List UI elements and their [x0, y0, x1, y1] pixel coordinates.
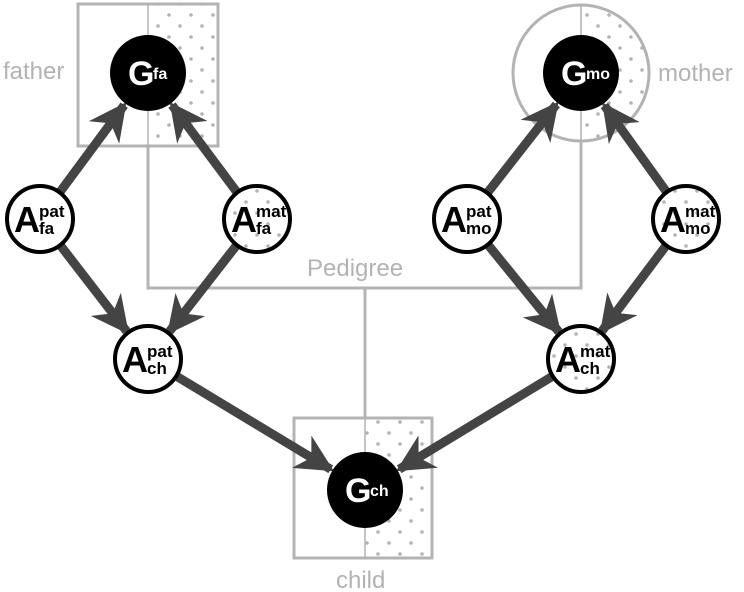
genotype-node-child: Gch	[327, 452, 403, 528]
allele-main-symbol: A	[231, 199, 257, 240]
allele-subscript: mo	[466, 219, 492, 238]
genotype-main-symbol: G	[128, 55, 154, 93]
allele-main-symbol: A	[441, 199, 467, 240]
allele-node-circle	[546, 324, 616, 394]
allele-main-symbol: A	[555, 339, 581, 380]
allele-superscript: mat	[256, 202, 287, 221]
genotype-subscript: fa	[153, 66, 167, 83]
edge-ch_mat-to-child	[395, 372, 555, 474]
allele-subscript: fa	[256, 219, 272, 238]
allele-node-circle	[651, 184, 721, 254]
edge-mo_pat-to-mother	[484, 101, 560, 195]
allele-superscript: mat	[685, 202, 716, 221]
allele-node-dots	[548, 326, 614, 392]
allele-node-dots	[224, 186, 290, 252]
genotype-node-father: Gfa	[110, 35, 186, 111]
pedigree-label: Pedigree	[307, 255, 403, 282]
genotype-node-circle	[543, 35, 619, 111]
allele-main-symbol: A	[122, 339, 148, 380]
edge-fa_mat-to-ch_pat	[165, 243, 240, 335]
genotype-main-symbol: G	[345, 472, 371, 510]
genotype-node-circle	[327, 452, 403, 528]
edge-mo_mat-to-ch_mat	[598, 243, 670, 335]
pedigree-frame	[146, 141, 583, 418]
allele-node-circle	[432, 184, 502, 254]
allele-node-bg	[7, 186, 73, 252]
allele-superscript: mat	[580, 342, 611, 361]
allele-main-symbol: A	[14, 199, 40, 240]
genotype-node-circle	[110, 35, 186, 111]
edge-ch_pat-to-child	[174, 372, 334, 474]
allele-subscript: ch	[147, 359, 167, 378]
allele-subscript: mo	[685, 219, 711, 238]
allele-node-circle	[222, 184, 292, 254]
edge-mo_mat-to-mother	[600, 102, 670, 195]
allele-subscript: ch	[580, 359, 600, 378]
mother-label: mother	[658, 60, 733, 87]
genotype-node-mother: Gmo	[543, 35, 619, 111]
allele-node-bg	[434, 186, 500, 252]
allele-node-circle	[113, 324, 183, 394]
allele-superscript: pat	[147, 342, 173, 361]
genotype-subscript: mo	[586, 66, 610, 83]
father-label: father	[3, 58, 64, 85]
allele-node-bg	[115, 326, 181, 392]
edges	[56, 101, 670, 474]
edge-fa_pat-to-father	[56, 102, 128, 195]
allele-subscript: fa	[39, 219, 55, 238]
allele-node-dots	[653, 186, 719, 252]
allele-superscript: pat	[39, 202, 65, 221]
genotype-subscript: ch	[370, 483, 389, 500]
allele-superscript: pat	[466, 202, 492, 221]
genotype-main-symbol: G	[561, 55, 587, 93]
allele-node-circle	[5, 184, 75, 254]
allele-main-symbol: A	[660, 199, 686, 240]
child-label: child	[336, 567, 385, 592]
edge-mo_pat-to-ch_mat	[484, 242, 563, 335]
edge-fa_mat-to-father	[168, 102, 241, 195]
edge-fa_pat-to-ch_pat	[57, 243, 131, 335]
